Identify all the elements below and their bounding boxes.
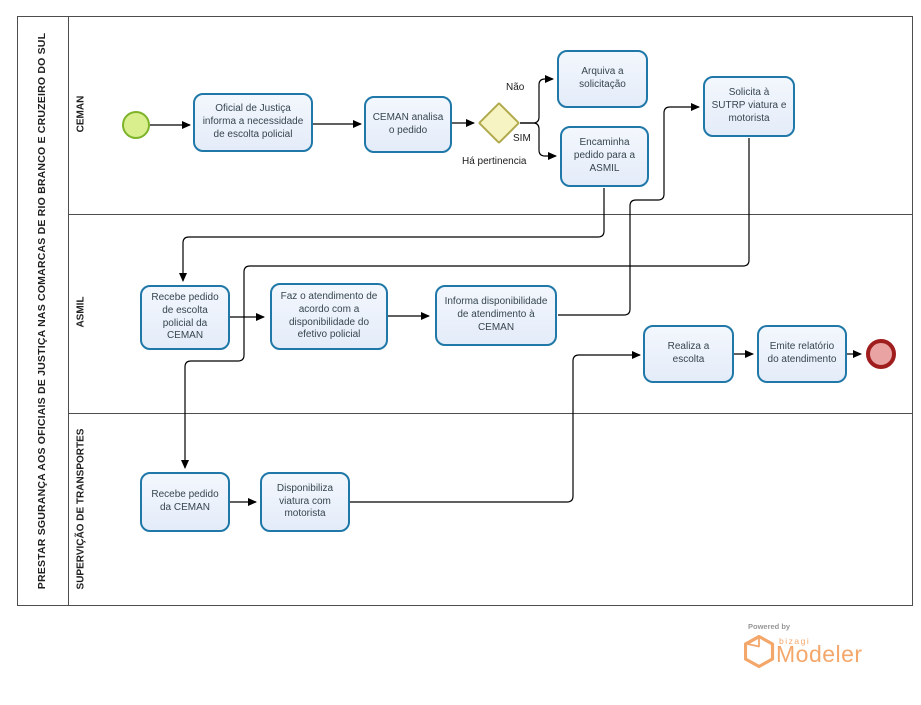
task-label: Recebe pedido de escolta policial da CEM… bbox=[151, 291, 219, 342]
task-label: CEMAN analisa o pedido bbox=[372, 111, 444, 136]
task-recebe-escolta[interactable]: Recebe pedido de escolta policial da CEM… bbox=[140, 285, 230, 350]
task-oficial-informa[interactable]: Oficial de Justiça informa a necessidade… bbox=[193, 93, 313, 152]
modeler-product-label: Modeler bbox=[776, 641, 863, 667]
task-arquiva-solicitacao[interactable]: Arquiva a solicitação bbox=[557, 50, 648, 108]
task-emite-relatorio[interactable]: Emite relatório do atendimento bbox=[757, 325, 847, 383]
task-ceman-analisa[interactable]: CEMAN analisa o pedido bbox=[364, 96, 452, 153]
end-event[interactable] bbox=[866, 339, 896, 369]
task-label: Faz o atendimento de acordo com a dispon… bbox=[280, 290, 378, 341]
task-label: Realiza a escolta bbox=[667, 341, 710, 365]
task-label: Arquiva a solicitação bbox=[579, 66, 626, 90]
task-label: Informa disponibilidade de atendimento à… bbox=[444, 296, 548, 333]
task-informa-disponibilidade[interactable]: Informa disponibilidade de atendimento à… bbox=[435, 285, 557, 346]
lane-separator bbox=[68, 413, 912, 414]
start-event[interactable] bbox=[122, 111, 150, 139]
task-recebe-pedido-ceman[interactable]: Recebe pedido da CEMAN bbox=[140, 472, 230, 532]
lane-separator bbox=[68, 214, 912, 215]
bizagi-brand-label: bizagi bbox=[779, 636, 811, 646]
task-label: Disponibiliza viatura com motorista bbox=[276, 482, 334, 520]
bizagi-hexagon-icon bbox=[743, 634, 775, 673]
task-disponibiliza-viatura[interactable]: Disponibiliza viatura com motorista bbox=[260, 472, 350, 532]
flow-label-ha-pertinencia: Há pertinencia bbox=[462, 156, 527, 167]
task-solicita-sutrp[interactable]: Solicita à SUTRP viatura e motorista bbox=[703, 76, 795, 137]
task-realiza-escolta[interactable]: Realiza a escolta bbox=[643, 325, 734, 383]
task-faz-atendimento[interactable]: Faz o atendimento de acordo com a dispon… bbox=[270, 283, 388, 350]
flow-label-sim: SIM bbox=[513, 133, 531, 144]
task-label: Encaminha pedido para a ASMIL bbox=[573, 137, 636, 174]
flow-label-nao: Não bbox=[506, 82, 525, 93]
task-label: Recebe pedido da CEMAN bbox=[151, 489, 219, 513]
task-label: Solicita à SUTRP viatura e motorista bbox=[711, 87, 787, 124]
task-encaminha-asmil[interactable]: Encaminha pedido para a ASMIL bbox=[560, 126, 649, 187]
powered-by-label: Powered by bbox=[748, 622, 791, 631]
task-label: Emite relatório do atendimento bbox=[767, 341, 837, 365]
task-label: Oficial de Justiça informa a necessidade… bbox=[202, 103, 304, 140]
pool-title-band bbox=[18, 17, 69, 605]
